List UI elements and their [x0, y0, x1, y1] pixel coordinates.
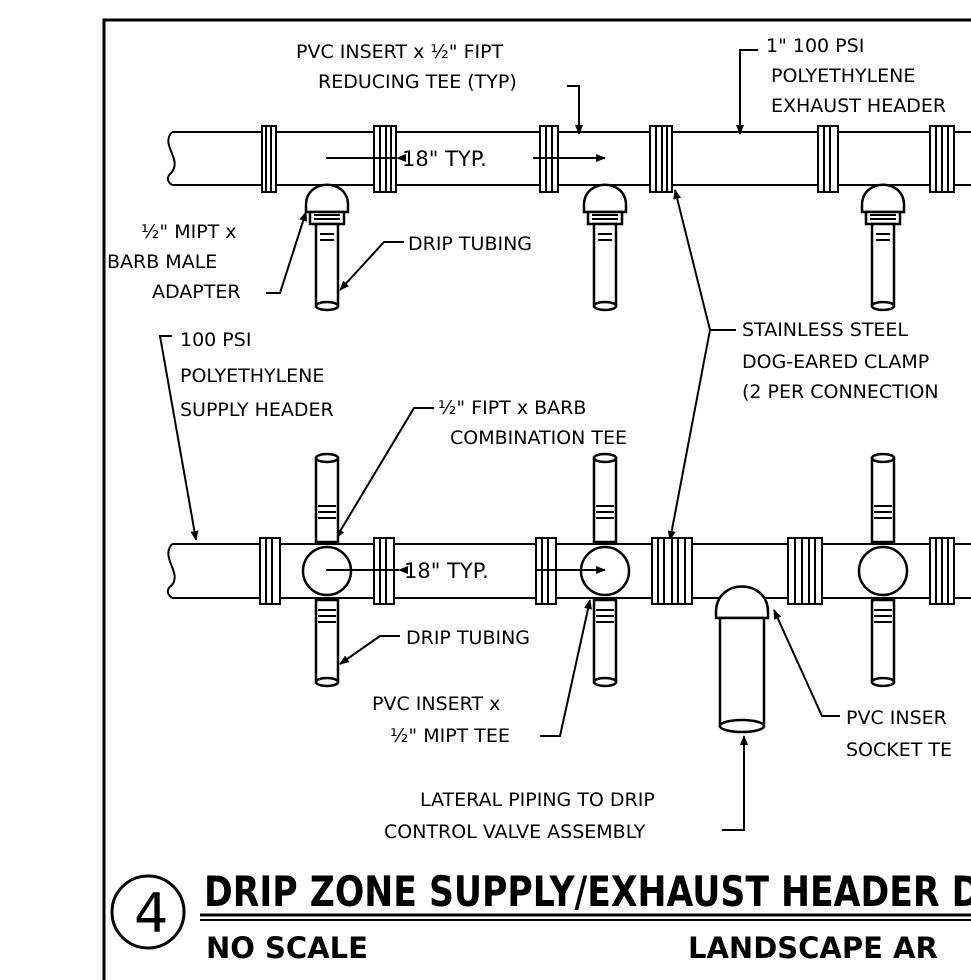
label-male-adapter-line3: ADAPTER — [152, 281, 241, 303]
detail-title: DRIP ZONE SUPPLY/EXHAUST HEADER DE — [204, 867, 971, 916]
label-clamp-line1: STAINLESS STEEL — [742, 319, 908, 341]
label-clamp-line2: DOG-EARED CLAMP — [742, 351, 929, 373]
label-male-adapter-line1: ½" MIPT x — [141, 221, 237, 243]
label-supply-header-line2: POLYETHYLENE — [180, 365, 324, 387]
label-mipt-tee-line1: PVC INSERT x — [372, 693, 500, 715]
title-block: 4 DRIP ZONE SUPPLY/EXHAUST HEADER DE NO … — [110, 867, 971, 965]
label-exhaust-header-line2: POLYETHYLENE — [771, 65, 915, 87]
clamp-group — [649, 125, 673, 193]
label-reducing-tee-line1: PVC INSERT x ½" FIPT — [296, 41, 504, 63]
leaders-bottom — [339, 599, 840, 831]
label-exhaust-header-line3: EXHAUST HEADER — [771, 95, 946, 117]
dimension-bottom: 18" TYP. — [326, 559, 606, 583]
label-socket-tee-line2: SOCKET TE — [846, 739, 952, 761]
label-socket-tee-line1: PVC INSER — [846, 707, 947, 729]
label-combo-tee-line2: COMBINATION TEE — [450, 427, 627, 449]
label-mipt-tee-line2: ½" MIPT TEE — [390, 725, 510, 747]
clamp-group — [787, 537, 823, 605]
socket-tee-lateral — [714, 585, 770, 734]
dimension-top-label: 18" TYP. — [402, 147, 487, 171]
label-supply-header-line1: 100 PSI — [180, 329, 251, 351]
label-male-adapter-line2: BARB MALE — [107, 251, 217, 273]
reducing-tee-assembly — [582, 183, 628, 312]
label-drip-tubing-bottom: DRIP TUBING — [406, 627, 530, 649]
detail-number-bubble — [110, 874, 186, 950]
label-lateral-line1: LATERAL PIPING TO DRIP — [420, 789, 655, 811]
clamp-group — [929, 125, 955, 193]
detail-discipline: LANDSCAPE AR — [688, 931, 938, 965]
combination-tee-assembly — [579, 452, 631, 688]
detail-number: 4 — [134, 882, 168, 945]
combination-tee-assembly — [857, 452, 909, 688]
label-lateral-line2: CONTROL VALVE ASSEMBLY — [384, 821, 646, 843]
label-drip-tubing-top: DRIP TUBING — [408, 233, 532, 255]
clamp-group — [651, 537, 693, 605]
supply-clamps — [259, 537, 955, 605]
dimension-top: 18" TYP. — [326, 147, 606, 171]
sheet-border — [102, 18, 971, 980]
detail-scale: NO SCALE — [206, 931, 368, 965]
label-supply-header-line3: SUPPLY HEADER — [180, 399, 334, 421]
clamp-group — [259, 537, 281, 605]
label-combo-tee-line1: ½" FIPT x BARB — [438, 397, 586, 419]
dimension-bottom-label: 18" TYP. — [404, 559, 489, 583]
clamp-group — [929, 537, 955, 605]
clamp-group — [817, 125, 839, 193]
label-exhaust-header-line1: 1" 100 PSI — [766, 35, 864, 57]
reducing-tee-assembly — [304, 183, 350, 312]
clamp-group — [261, 125, 277, 193]
label-clamp-line3: (2 PER CONNECTION — [742, 381, 939, 403]
reducing-tee-assembly — [860, 183, 906, 312]
label-reducing-tee-line2: REDUCING TEE (TYP) — [318, 71, 517, 93]
leaders-top — [266, 49, 758, 294]
supply-header-pipe — [166, 543, 971, 599]
